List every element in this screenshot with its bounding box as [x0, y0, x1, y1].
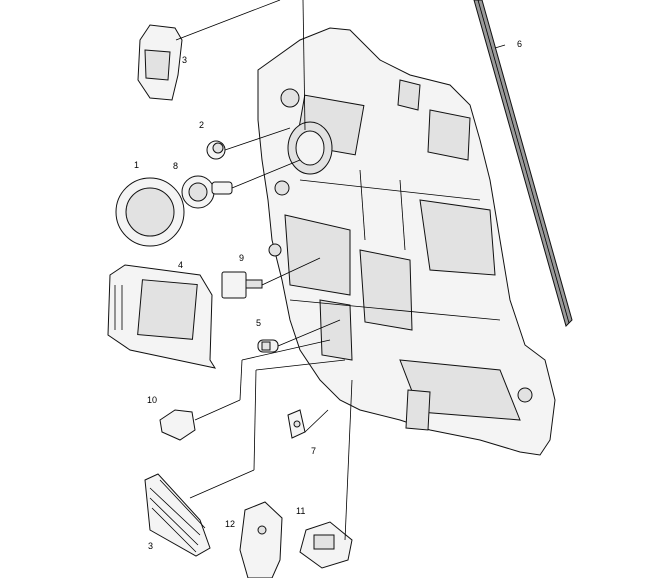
grille: [144, 473, 211, 557]
leader-lines: [175, 0, 506, 541]
callout-12: 12: [225, 519, 235, 529]
clip: [287, 409, 306, 439]
callout-labels: 1 2 3 4 5 6 7 8 9 10 11 12 3: [134, 39, 522, 551]
connector: [221, 271, 263, 299]
bracket: [239, 501, 283, 578]
bulb-socket: [181, 175, 233, 209]
callout-3-bottom: 3: [148, 541, 153, 551]
callout-8: 8: [173, 161, 178, 171]
headlamp-housing: [257, 27, 556, 456]
callout-11: 11: [296, 506, 305, 516]
cap: [206, 140, 226, 160]
callout-6: 6: [517, 39, 522, 49]
plug: [159, 409, 196, 441]
callout-7: 7: [311, 446, 316, 456]
callout-4: 4: [178, 260, 183, 270]
callout-9: 9: [239, 253, 244, 263]
callout-1: 1: [134, 160, 139, 170]
callout-5: 5: [256, 318, 261, 328]
cover: [115, 177, 185, 247]
actuator-module-top: [137, 24, 183, 101]
callout-10: 10: [147, 395, 157, 405]
callout-3-top: 3: [182, 55, 187, 65]
connector-housing: [299, 521, 353, 569]
trim-strip: [473, 0, 573, 327]
bulb: [257, 339, 279, 353]
control-module: [107, 264, 217, 369]
callout-2: 2: [199, 120, 204, 130]
